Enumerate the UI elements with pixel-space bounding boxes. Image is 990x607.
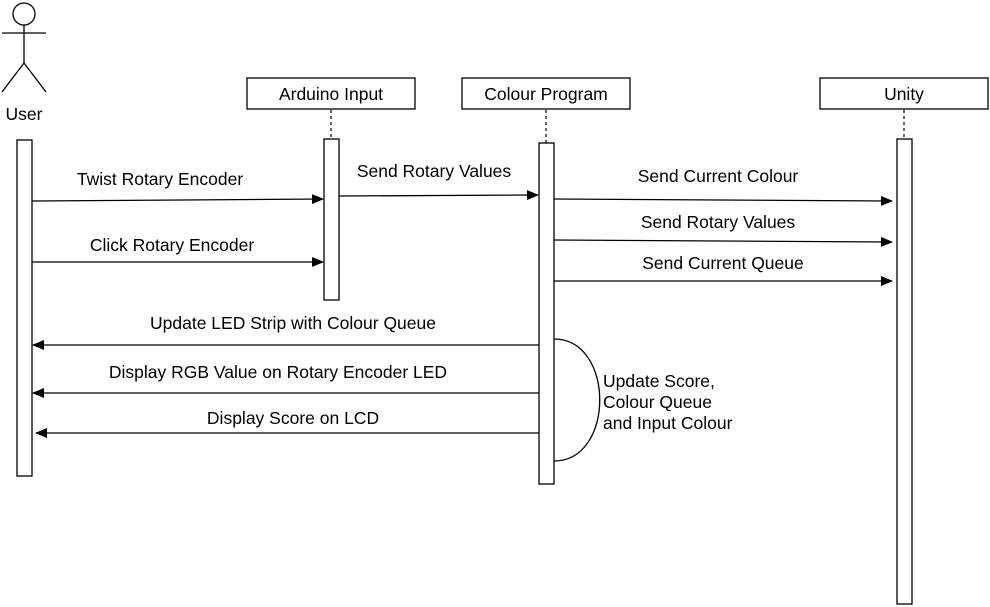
self-message-line-2: Colour Queue <box>603 392 712 412</box>
actor-leg-left <box>1 62 25 93</box>
participant-unity: Unity <box>819 77 989 605</box>
self-message-line-1: Update Score, <box>603 371 715 391</box>
message-label: Send Rotary Values <box>641 212 796 232</box>
message-label: Send Rotary Values <box>357 161 512 181</box>
actor-head <box>12 2 36 26</box>
participant-box-arduino <box>246 77 416 110</box>
participant-label-colour: Colour Program <box>484 84 608 104</box>
message-send-rotary-values-to-colour: Send Rotary Values <box>338 161 539 201</box>
user-actor: User <box>1 2 47 124</box>
activation-bar-unity <box>896 138 913 605</box>
message-send-rotary-values-to-unity: Send Rotary Values <box>553 212 893 247</box>
participant-label-unity: Unity <box>884 84 924 104</box>
participant-box-colour <box>461 77 631 110</box>
message-send-current-queue: Send Current Queue <box>554 253 893 286</box>
participant-label-arduino: Arduino Input <box>279 84 383 104</box>
message-click-rotary-encoder: Click Rotary Encoder <box>32 235 324 267</box>
activation-bar-colour <box>538 142 555 485</box>
message-label: Send Current Queue <box>642 253 804 273</box>
message-arrow <box>553 195 893 206</box>
message-display-rgb-value: Display RGB Value on Rotary Encoder LED <box>32 362 539 398</box>
message-label: Display Score on LCD <box>207 408 379 428</box>
user-activation-bar <box>16 139 33 477</box>
message-label: Update LED Strip with Colour Queue <box>150 313 436 333</box>
message-arrow <box>553 236 893 247</box>
activation-bar-arduino <box>323 138 340 301</box>
message-label: Display RGB Value on Rotary Encoder LED <box>109 362 447 382</box>
message-arrow <box>338 190 539 201</box>
message-arrow <box>31 194 324 205</box>
self-message-update-score: Update Score, Colour Queue and Input Col… <box>553 338 733 462</box>
participant-colour-program: Colour Program <box>461 77 631 485</box>
message-display-score: Display Score on LCD <box>35 408 539 438</box>
message-update-led-strip: Update LED Strip with Colour Queue <box>32 313 539 350</box>
self-message-arc <box>553 338 601 462</box>
participant-box-unity <box>819 77 989 110</box>
message-send-current-colour: Send Current Colour <box>553 166 893 206</box>
message-twist-rotary-encoder: Twist Rotary Encoder <box>31 169 324 205</box>
message-label: Send Current Colour <box>638 166 799 186</box>
participant-arduino-input: Arduino Input <box>246 77 416 301</box>
actor-leg-right <box>23 62 47 93</box>
self-message-line-3: and Input Colour <box>603 413 733 433</box>
message-label: Click Rotary Encoder <box>90 235 255 255</box>
message-label: Twist Rotary Encoder <box>77 169 243 189</box>
actor-label: User <box>6 104 43 124</box>
